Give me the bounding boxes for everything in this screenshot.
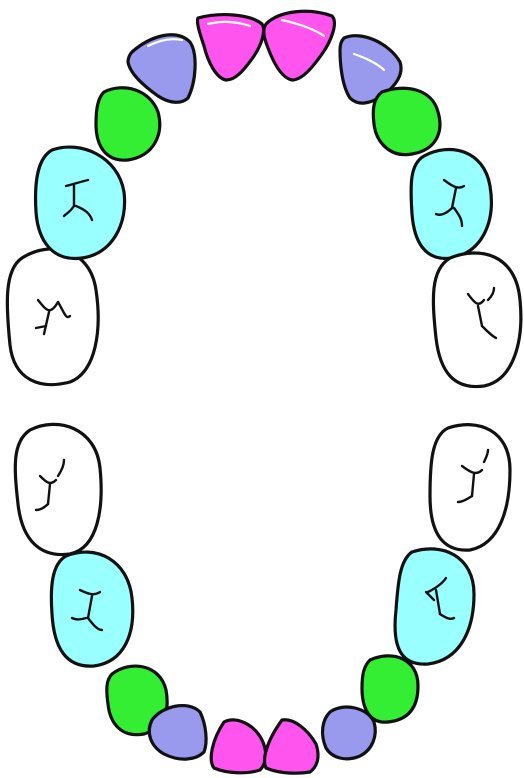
tooth-crown <box>395 549 474 664</box>
tooth-crown <box>362 656 418 722</box>
tooth-crown <box>36 147 125 258</box>
upper-first-molar-right-tooth <box>36 147 125 258</box>
tooth-crown <box>7 249 98 385</box>
tooth-crown <box>433 253 520 387</box>
upper-canine-left-tooth <box>373 88 440 154</box>
tooth-groove <box>72 618 86 620</box>
lower-arch <box>15 424 510 773</box>
upper-arch <box>7 11 521 386</box>
tooth-crown <box>211 720 265 773</box>
lower-central-incisor-left-tooth <box>265 720 318 773</box>
upper-central-incisor-right-tooth <box>197 15 263 80</box>
tooth-crown <box>15 424 101 554</box>
tooth-crown <box>373 88 440 154</box>
lower-lateral-incisor-right-tooth <box>149 706 206 760</box>
tooth-crown <box>264 11 335 80</box>
tooth-crown <box>430 425 510 550</box>
upper-canine-right-tooth <box>96 88 160 160</box>
tooth-crown <box>51 552 132 666</box>
tooth-crown <box>149 706 206 760</box>
upper-central-incisor-left-tooth <box>264 11 335 80</box>
tooth-crown <box>265 720 318 773</box>
upper-second-molar-right-tooth <box>7 249 98 385</box>
lower-canine-left-tooth <box>362 656 418 722</box>
tooth-crown <box>411 149 491 258</box>
lower-central-incisor-right-tooth <box>211 720 265 773</box>
lower-second-molar-right-tooth <box>15 424 101 554</box>
upper-second-molar-left-tooth <box>433 253 520 387</box>
tooth-crown <box>96 88 160 160</box>
lower-first-molar-right-tooth <box>51 552 132 666</box>
upper-first-molar-left-tooth <box>411 149 491 258</box>
lower-first-molar-left-tooth <box>395 549 474 664</box>
lower-second-molar-left-tooth <box>430 425 510 550</box>
